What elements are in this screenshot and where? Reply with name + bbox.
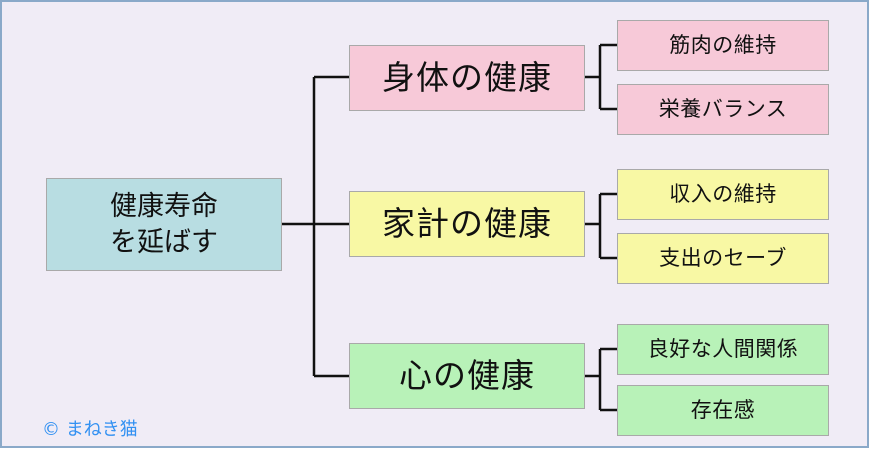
leaf-relationships: 良好な人間関係 — [617, 324, 829, 375]
connector-body-leaves — [585, 43, 617, 111]
branch-mind-health: 心の健康 — [349, 343, 585, 409]
branch-body-health: 身体の健康 — [349, 45, 585, 111]
credit-text: © まねき猫 — [42, 419, 138, 440]
leaf-presence: 存在感 — [617, 385, 829, 436]
root-node: 健康寿命 を延ばす — [46, 178, 282, 271]
connector-finance-leaves — [585, 192, 617, 260]
leaf-muscle: 筋肉の維持 — [617, 20, 829, 71]
connector-mind-leaves — [585, 347, 617, 412]
leaf-expense: 支出のセーブ — [617, 233, 829, 284]
leaf-nutrition: 栄養バランス — [617, 84, 829, 135]
leaf-income: 収入の維持 — [617, 169, 829, 220]
branch-finance-health: 家計の健康 — [349, 191, 585, 257]
